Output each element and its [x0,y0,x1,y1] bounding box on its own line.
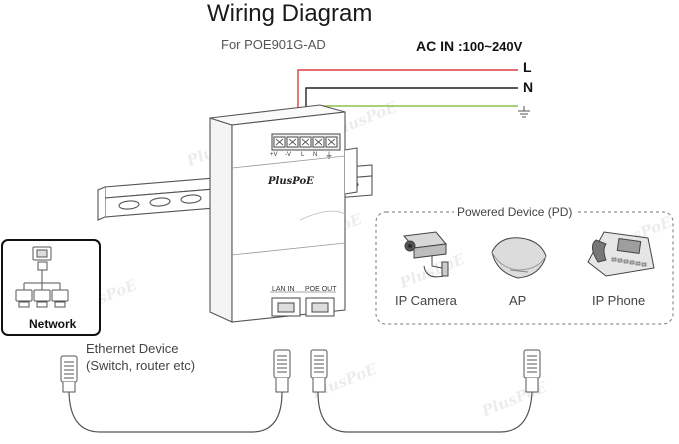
model-subtitle: For POE901G-AD [221,37,326,52]
terminal-label: N [313,152,318,158]
cable-network-to-lan [68,391,283,433]
rj45-plug-icon [523,349,541,393]
ethernet-line2: (Switch, router etc) [86,358,196,373]
ip-camera-label: IP Camera [395,293,457,308]
network-box [1,239,101,336]
ac-input-prefix: AC IN : [416,38,463,54]
rj45-plug-icon [310,349,328,393]
neutral-label: N [523,79,534,95]
ethernet-cables [68,391,533,433]
diagram-title: Wiring Diagram [207,0,373,27]
terminal-label: -V [285,152,291,158]
lan-in-label: LAN IN [272,286,295,293]
live-label: L [523,59,532,75]
terminal-label: +V [270,152,278,158]
network-label: Network [29,317,77,331]
pd-title: Powered Device (PD) [454,205,576,219]
terminal-label: L [301,152,305,158]
ethernet-line1: Ethernet Device [86,341,179,356]
ethernet-device-label: Ethernet Device (Switch, router etc) [86,340,195,374]
ip-phone-label: IP Phone [592,293,646,308]
injector-side [209,117,233,323]
injector-front [231,111,346,323]
ground-icon [518,106,530,118]
ground-wire [322,105,518,130]
network-icon [15,246,69,308]
rj45-plug-icon [60,355,78,393]
ip-camera-icon [403,231,449,278]
poe-out-label: POE OUT [305,286,337,293]
terminal-label: ⏚ [325,151,333,160]
access-point-label: AP [509,293,527,308]
ip-phone-icon [587,231,655,277]
device-brand: PlusPoE [268,176,314,187]
ac-input-label: AC IN :100~240V [416,38,522,54]
ac-input-range: 100~240V [462,39,523,54]
access-point-icon [491,237,547,279]
poe-injector [209,104,358,323]
rj45-plug-icon [273,349,291,393]
cable-poe-to-pd [317,391,533,433]
